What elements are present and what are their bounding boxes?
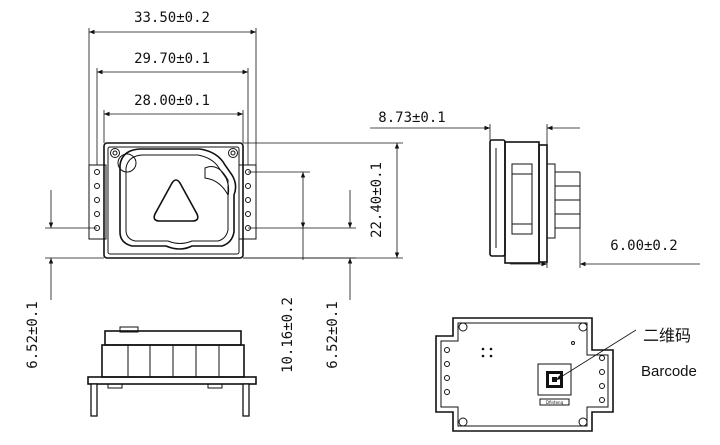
- dim-left-offset: 6.52±0.1: [25, 301, 41, 368]
- side-pins: [555, 171, 581, 229]
- dim-pin-span: 10.16±0.2: [280, 297, 296, 373]
- sensor-port-icon: [117, 153, 137, 173]
- side-fan-edge: [489, 139, 506, 257]
- back-mounting-holes: [458, 322, 588, 427]
- led-dots-icon: [481, 347, 493, 358]
- back-pcb-outline: [435, 317, 614, 432]
- bottom-pcb: [87, 376, 257, 385]
- fan-housing: [119, 148, 237, 250]
- side-view: [489, 139, 581, 264]
- dim-pin-length: 6.00±0.2: [610, 238, 677, 254]
- dimensions: 33.50±0.2 29.70±0.1 28.00±0.1 22.40±0.1 …: [25, 10, 700, 373]
- front-view: [88, 142, 257, 259]
- dim-body-height: 22.40±0.1: [369, 162, 385, 238]
- left-pin-strip: [88, 164, 107, 240]
- pcb-inner-edge: [107, 146, 240, 255]
- left-pin-holes: [94, 169, 100, 231]
- dim-pin-pitch-width: 29.70±0.1: [134, 51, 210, 67]
- bottom-fan-top: [104, 330, 242, 346]
- back-left-pins: [444, 347, 450, 395]
- triangle-icon: [153, 179, 199, 222]
- mounting-hole-icon: [110, 148, 238, 158]
- bottom-right-pin: [242, 383, 250, 417]
- pcb-body: [103, 142, 244, 259]
- side-housing: [504, 141, 540, 264]
- svg-text:Dfinteng: Dfinteng: [546, 400, 564, 405]
- dim-body-width: 28.00±0.1: [134, 93, 210, 109]
- back-view: Dfinteng 二维码 Barcode: [435, 317, 697, 432]
- bottom-left-pin: [90, 383, 98, 417]
- air-outlet: [204, 166, 229, 196]
- barcode-leader: [555, 329, 637, 381]
- dim-side-depth: 8.73±0.1: [378, 110, 445, 126]
- dim-overall-width: 33.50±0.2: [134, 10, 210, 26]
- side-pcb: [538, 144, 548, 263]
- barcode-label-en: Barcode: [641, 363, 697, 380]
- back-right-pins: [599, 355, 605, 403]
- barcode-label-cn: 二维码: [643, 326, 691, 345]
- bottom-view: [87, 326, 257, 417]
- right-pin-holes: [245, 169, 251, 231]
- dim-right-offset: 6.52±0.1: [325, 301, 341, 368]
- qr-code-icon: [537, 363, 572, 396]
